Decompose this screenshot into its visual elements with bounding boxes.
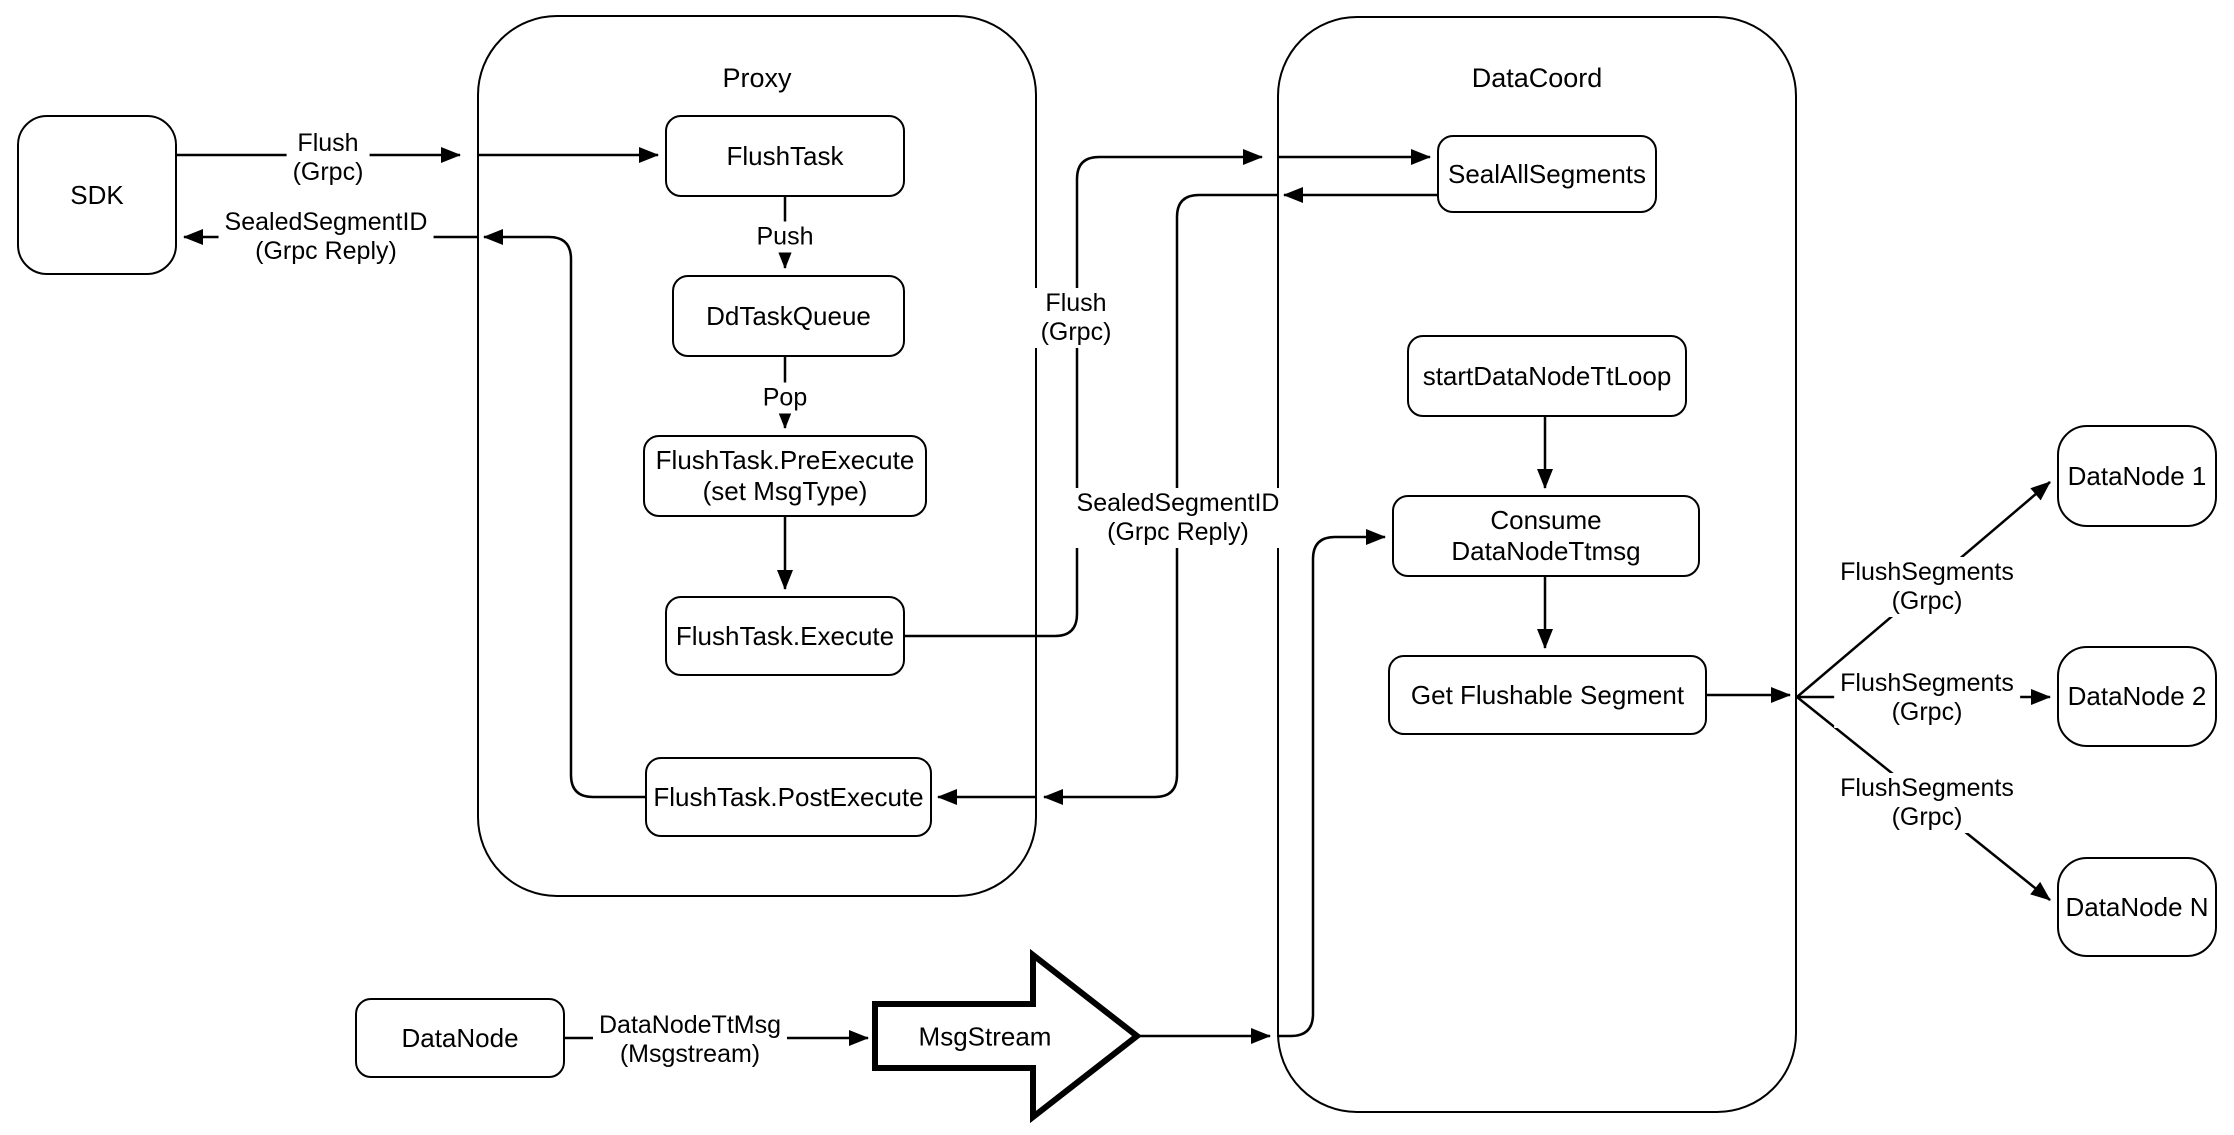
label-flushsegments-1: FlushSegments(Grpc) [1834, 557, 2020, 617]
node-sealallsegments: SealAllSegments [1437, 135, 1657, 213]
label-flushsegments-3: FlushSegments(Grpc) [1834, 773, 2020, 833]
label-push: Push [750, 221, 820, 253]
node-flushtask-preexecute: FlushTask.PreExecute (set MsgType) [643, 435, 927, 517]
edge-postexecute-to-proxy-border [483, 229, 645, 799]
proxy-container-title: Proxy [722, 63, 792, 93]
label-proxy-reply: SealedSegmentID(Grpc Reply) [1070, 488, 1286, 548]
node-consume-datanodettmsg: Consume DataNodeTtmsg [1392, 495, 1700, 577]
label-sdk-reply: SealedSegmentID(Grpc Reply) [218, 207, 434, 267]
node-datanode-2: DataNode 2 [2057, 646, 2217, 747]
node-get-flushable-segment: Get Flushable Segment [1388, 655, 1707, 735]
node-startdatanodettloop: startDataNodeTtLoop [1407, 335, 1687, 417]
datacoord-container-title: DataCoord [1471, 63, 1603, 93]
node-flushtask: FlushTask [665, 115, 905, 197]
node-flushtask-execute: FlushTask.Execute [665, 596, 905, 676]
label-datanodettmsg: DataNodeTtMsg(Msgstream) [592, 1010, 788, 1070]
label-flushsegments-2: FlushSegments(Grpc) [1834, 668, 2020, 728]
label-proxy-flush: Flush(Grpc) [1034, 288, 1118, 348]
node-datanode-n: DataNode N [2057, 857, 2217, 957]
edge-datacoord-border-to-consume [1277, 529, 1386, 1038]
proxy-container [477, 15, 1037, 897]
node-sdk: SDK [17, 115, 177, 275]
msgstream-label: MsgStream [918, 1021, 1052, 1052]
edge-execute-to-datacoord-border [905, 149, 1263, 638]
label-pop: Pop [756, 382, 814, 414]
node-flushtask-postexecute: FlushTask.PostExecute [645, 757, 932, 837]
node-datanode-source: DataNode [355, 998, 565, 1078]
datacoord-container [1277, 16, 1797, 1113]
label-sdk-flush: Flush(Grpc) [286, 128, 370, 188]
msgstream-block-arrow [872, 948, 1142, 1124]
node-datanode-1: DataNode 1 [2057, 425, 2217, 527]
node-ddtaskqueue: DdTaskQueue [672, 275, 905, 357]
